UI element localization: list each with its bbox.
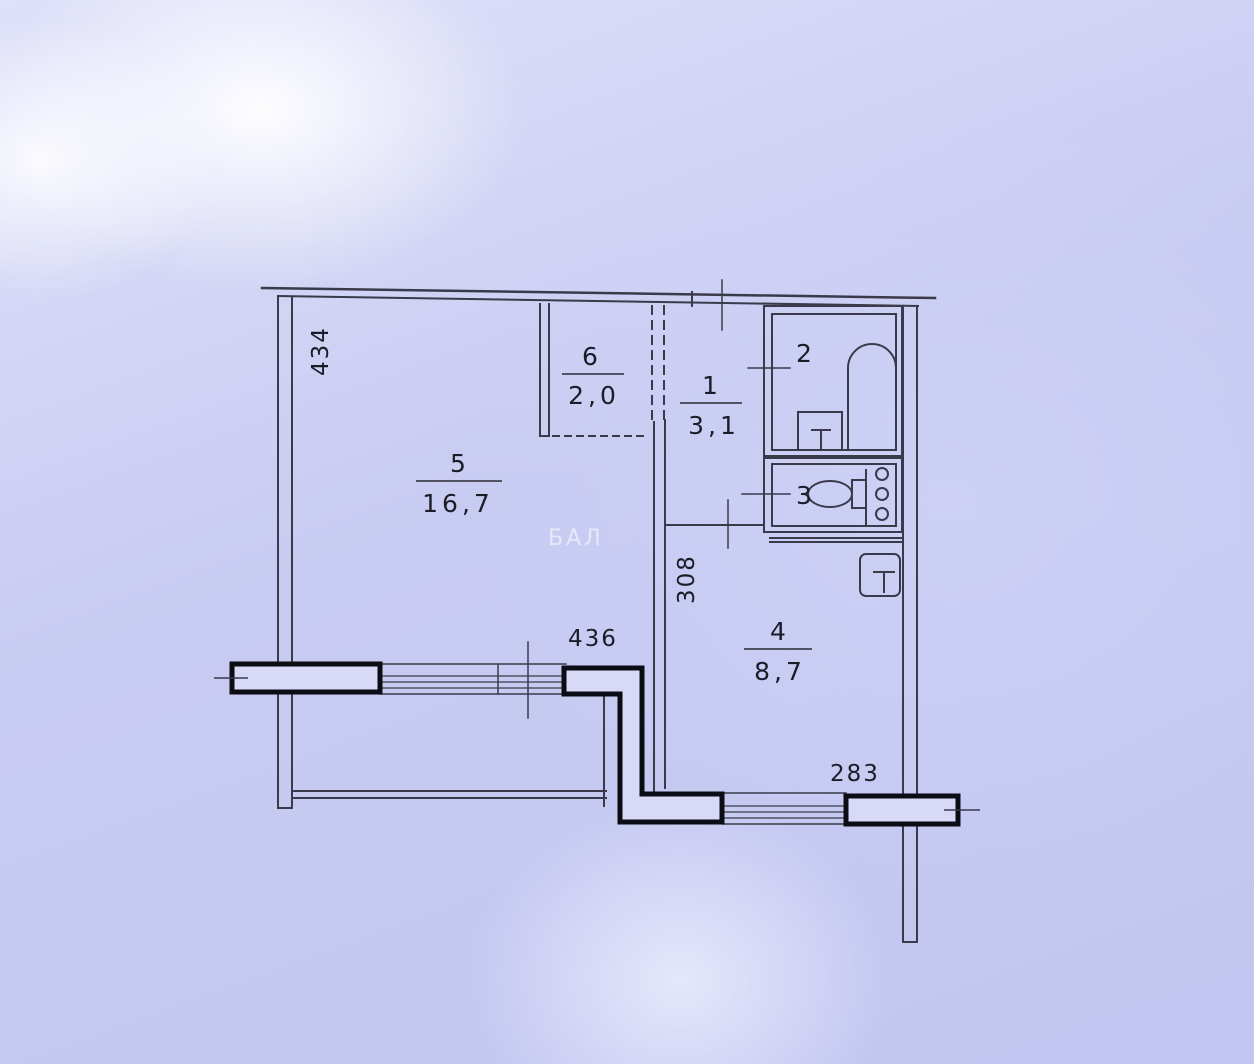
- stove-burner-icon: [875, 467, 889, 481]
- stove-burner-icon: [875, 507, 889, 521]
- window-room-4: [721, 792, 847, 825]
- svg-text:8,7: 8,7: [754, 657, 806, 686]
- dimension-corridor-length: 308: [674, 554, 700, 604]
- svg-text:6: 6: [582, 342, 602, 371]
- svg-text:3,1: 3,1: [688, 411, 740, 440]
- svg-text:5: 5: [450, 449, 470, 478]
- room-label-3: 3: [796, 481, 816, 510]
- kitchen-sink-icon: [859, 553, 901, 597]
- bathroom: [747, 305, 903, 457]
- axis-ticks: [214, 677, 980, 811]
- toilet: [741, 457, 903, 533]
- balcony: [291, 691, 607, 807]
- svg-text:4: 4: [770, 617, 790, 646]
- exterior-wall-right-segment: [843, 793, 961, 827]
- dimension-room4-width: 283: [830, 761, 880, 787]
- svg-text:1: 1: [702, 371, 722, 400]
- room-label-4: 4 8,7: [744, 617, 812, 686]
- corridor-wall: [653, 419, 666, 796]
- dimension-left-height: 434: [308, 326, 334, 376]
- dashed-partition: [651, 305, 665, 421]
- outer-wall-left: [277, 295, 293, 809]
- window-room-5: [379, 641, 567, 719]
- svg-text:2,0: 2,0: [568, 381, 620, 410]
- kitchen-partition: [664, 499, 904, 549]
- outer-wall-top: [260, 286, 937, 308]
- outer-wall-right: [902, 305, 918, 943]
- room-label-5: 5 16,7: [416, 449, 502, 518]
- watermark: БАЛ: [548, 526, 604, 551]
- room-label-2: 2: [796, 339, 816, 368]
- svg-text:3: 3: [796, 481, 816, 510]
- exterior-wall-stepped: [561, 665, 725, 825]
- wardrobe-partition: [539, 303, 646, 437]
- svg-text:2: 2: [796, 339, 816, 368]
- exterior-wall-left-segment: [229, 661, 383, 695]
- room-label-6: 6 2,0: [562, 342, 624, 410]
- dimension-room5-width: 436: [568, 626, 618, 652]
- exterior-walls: [229, 661, 961, 827]
- svg-text:16,7: 16,7: [422, 489, 494, 518]
- room-label-1: 1 3,1: [680, 371, 742, 440]
- stove-burner-icon: [875, 487, 889, 501]
